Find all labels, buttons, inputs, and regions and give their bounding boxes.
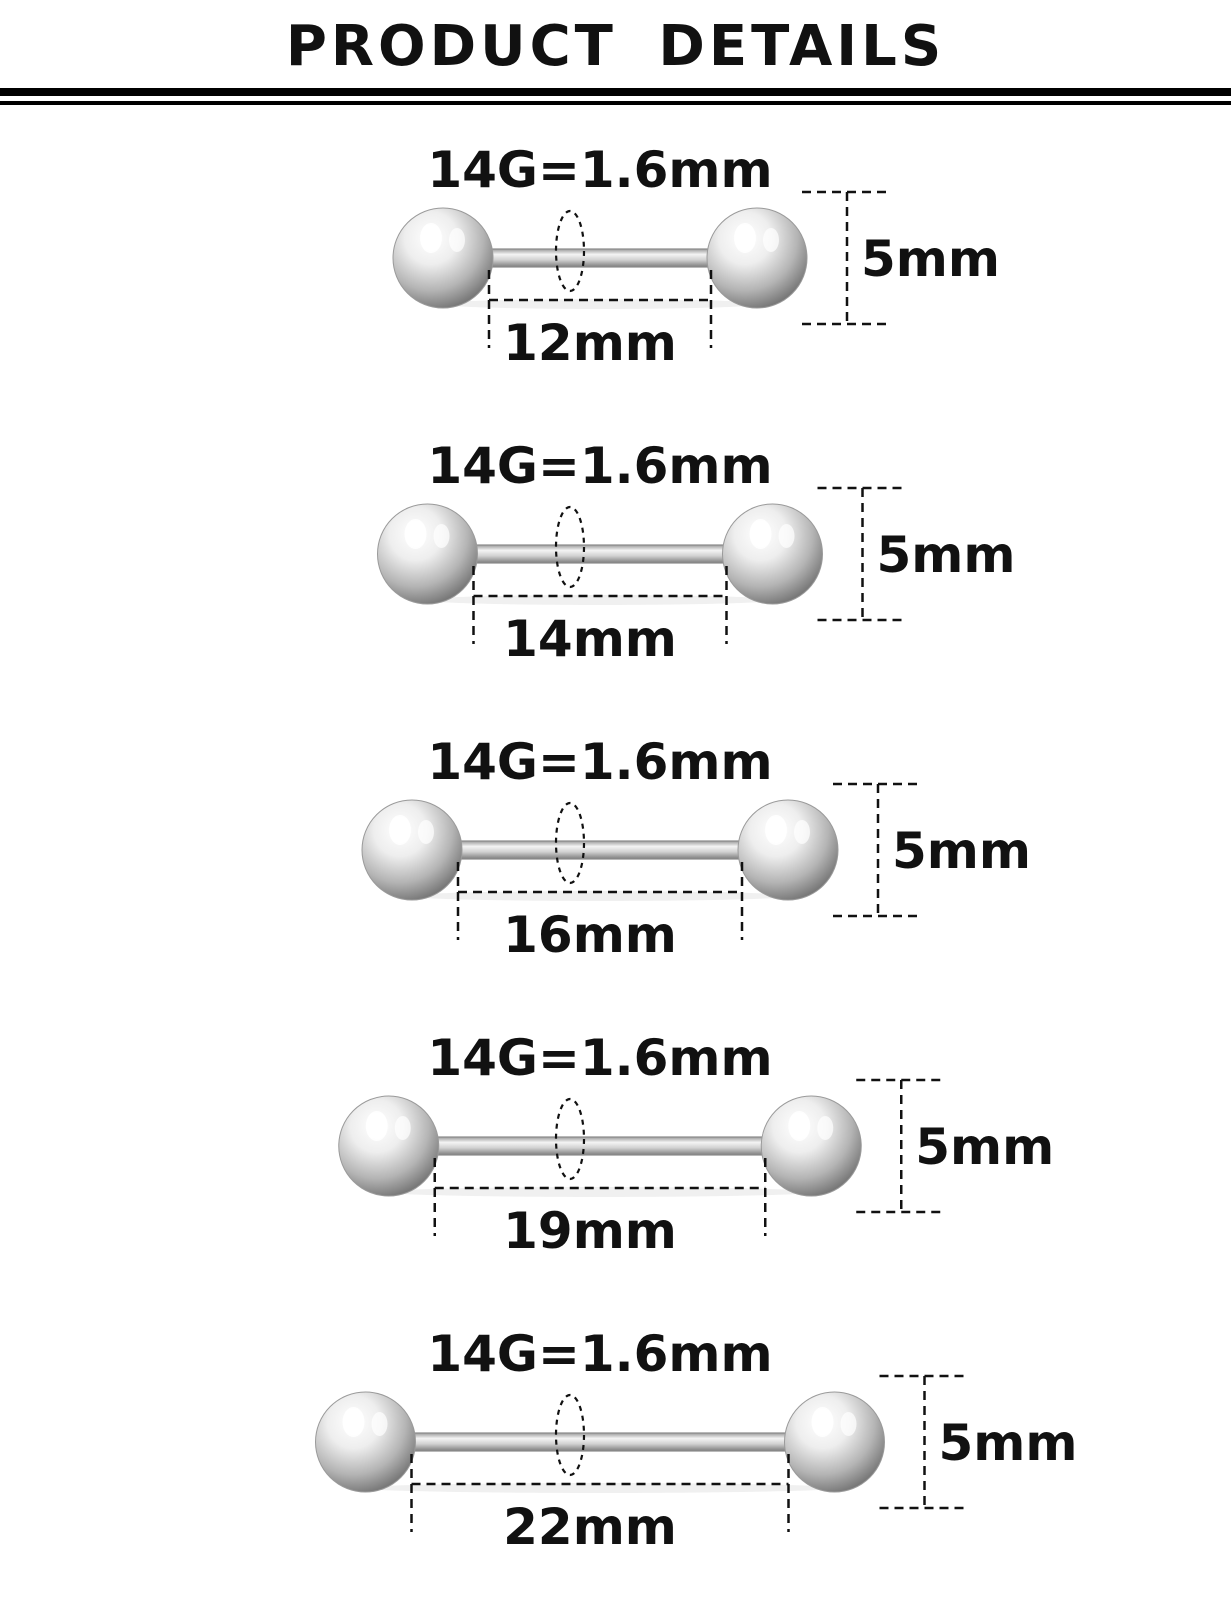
ball-highlight — [840, 1412, 857, 1436]
right-ball — [760, 1095, 862, 1197]
right-ball — [706, 207, 808, 309]
gauge-label: 14G=1.6mm — [427, 1325, 772, 1383]
barbell-row: 14G=1.6mm 19mm 5mm — [338, 1029, 1054, 1260]
ball-highlight — [817, 1116, 834, 1140]
barbell-row: 14G=1.6mm 12mm 5mm — [392, 141, 1000, 372]
right-ball — [784, 1391, 885, 1493]
gauge-ellipse — [554, 209, 586, 293]
barbell-bar — [410, 1432, 790, 1452]
ball-highlight — [794, 820, 810, 844]
barbell-shadow — [384, 1187, 816, 1197]
ball-highlight — [342, 1407, 365, 1437]
barbell-row: 14G=1.6mm 22mm 5mm — [315, 1325, 1078, 1556]
gauge-label: 14G=1.6mm — [427, 437, 772, 495]
length-label: 12mm — [503, 314, 677, 372]
barbell-bar — [434, 1136, 766, 1156]
length-label: 19mm — [503, 1202, 677, 1260]
left-ball — [361, 799, 463, 901]
length-label: 16mm — [503, 906, 677, 964]
length-label: 14mm — [503, 610, 677, 668]
ball-highlight — [389, 815, 411, 845]
barbell-row: 14G=1.6mm 14mm 5mm — [377, 437, 1016, 668]
ball-highlight — [734, 223, 756, 253]
barbell-shadow — [361, 1483, 839, 1493]
right-ball — [737, 799, 839, 901]
ball-size-label: 5mm — [861, 230, 1000, 288]
left-ball — [315, 1391, 416, 1493]
gauge-ellipse — [554, 801, 586, 885]
ball-highlight — [449, 228, 465, 252]
gauge-label: 14G=1.6mm — [427, 1029, 772, 1087]
left-ball — [392, 207, 494, 309]
length-label: 22mm — [503, 1498, 677, 1556]
ball-highlight — [371, 1412, 388, 1436]
left-ball — [338, 1095, 440, 1197]
ball-highlight — [418, 820, 434, 844]
ball-highlight — [404, 519, 427, 549]
gauge-ellipse — [554, 1393, 586, 1477]
ball-highlight — [765, 815, 787, 845]
left-ball — [377, 503, 478, 605]
ball-highlight — [763, 228, 779, 252]
barbell-shadow — [439, 299, 761, 309]
barbell-bar — [488, 248, 712, 268]
ball-size-label: 5mm — [915, 1118, 1054, 1176]
barbell-shadow — [423, 595, 777, 605]
gauge-label: 14G=1.6mm — [427, 141, 772, 199]
page-title: PRODUCT DETAILS — [285, 14, 946, 79]
ball-size-label: 5mm — [892, 822, 1031, 880]
right-ball — [722, 503, 823, 605]
ball-highlight — [778, 524, 795, 548]
ball-highlight — [420, 223, 442, 253]
ball-highlight — [749, 519, 772, 549]
ball-highlight — [365, 1111, 388, 1141]
ball-highlight — [811, 1407, 834, 1437]
ball-highlight — [394, 1116, 411, 1140]
ball-highlight — [788, 1111, 811, 1141]
ball-size-label: 5mm — [877, 526, 1016, 584]
gauge-ellipse — [554, 1097, 586, 1181]
header-rule-thin — [0, 101, 1231, 105]
barbell-row: 14G=1.6mm 16mm 5mm — [361, 733, 1031, 964]
barbell-shadow — [408, 891, 792, 901]
barbell-bar — [472, 544, 728, 564]
barbell-bar — [457, 840, 743, 860]
ball-size-label: 5mm — [939, 1414, 1078, 1472]
gauge-label: 14G=1.6mm — [427, 733, 772, 791]
ball-highlight — [433, 524, 450, 548]
header-rule-thick — [0, 88, 1231, 96]
gauge-ellipse — [554, 505, 586, 589]
